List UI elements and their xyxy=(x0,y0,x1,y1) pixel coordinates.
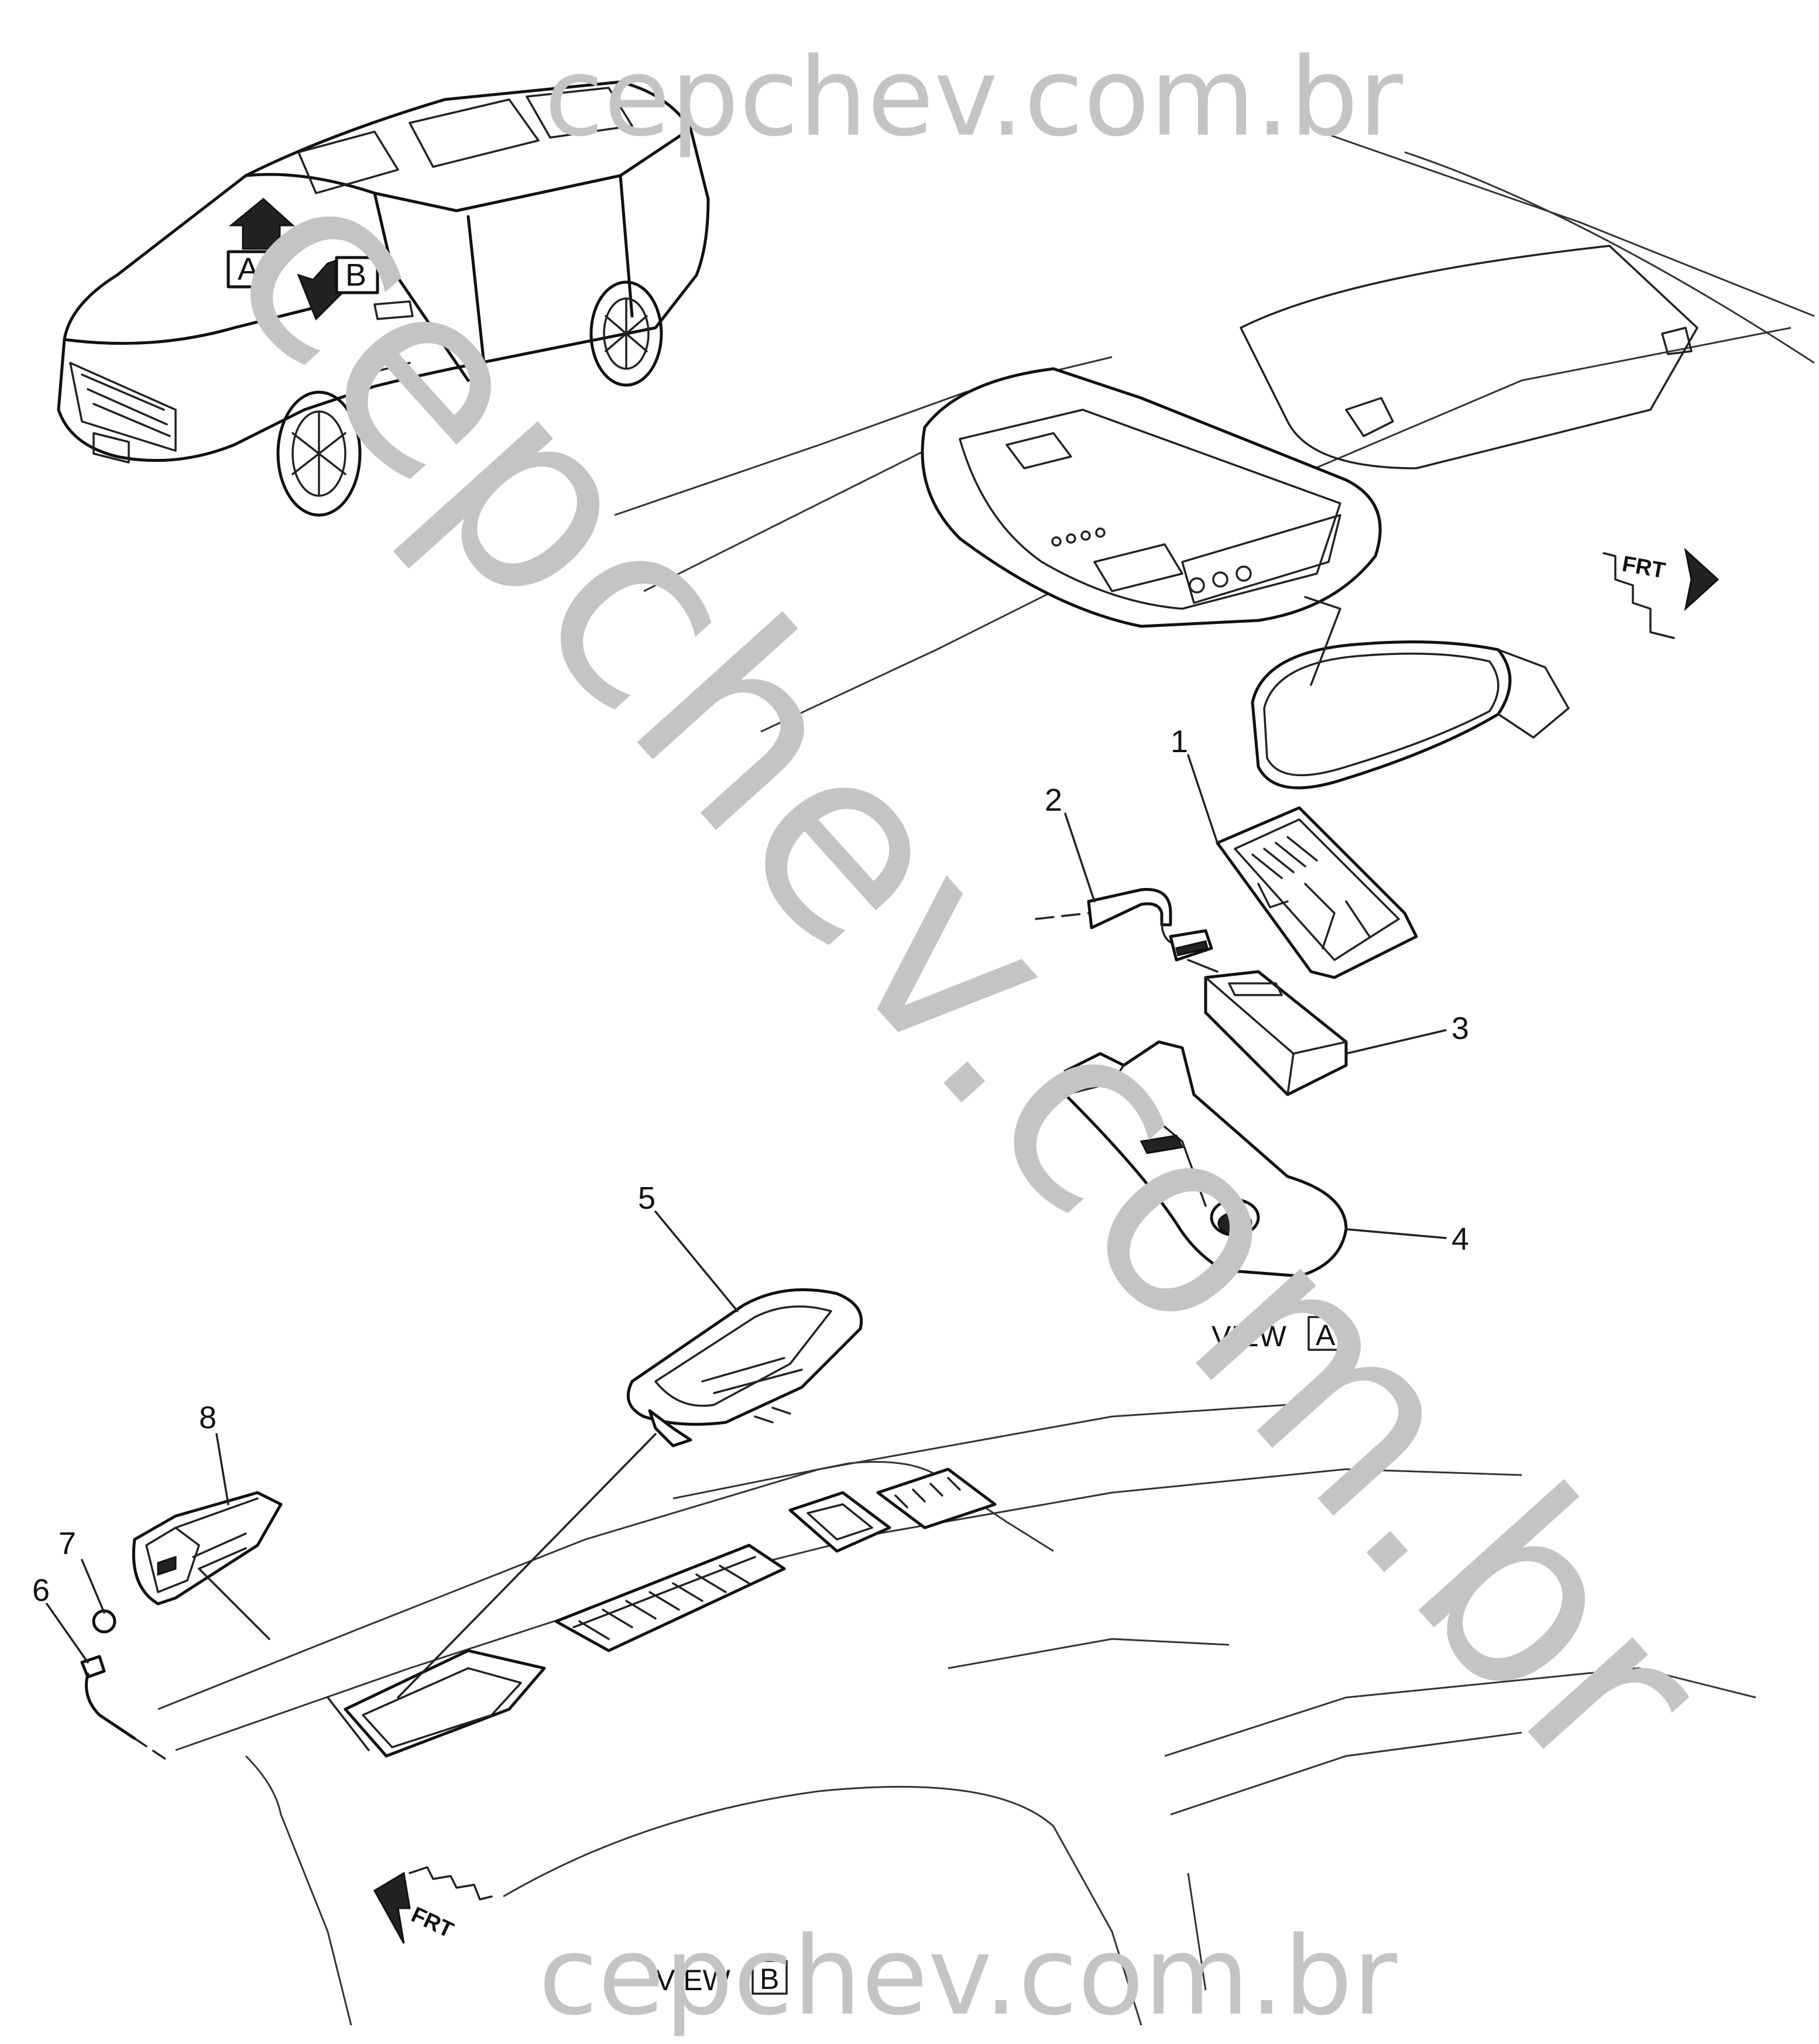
view-b-prefix: VIEW xyxy=(655,1964,731,1997)
view-a-letter: A xyxy=(1316,1319,1336,1352)
part-3-module xyxy=(1187,959,1348,1096)
watermark-bottom: cepchev.com.br xyxy=(538,1913,1398,2039)
part-1-bracket xyxy=(1216,806,1418,979)
front-direction-icon-bottom: FRT xyxy=(373,1866,493,1944)
view-a-label: VIEW A xyxy=(1211,1316,1344,1353)
marker-a-box xyxy=(226,250,271,289)
marker-b-box xyxy=(335,256,379,294)
callouts: 1 2 3 4 5 6 7 8 xyxy=(32,724,1469,1664)
callout-5: 5 xyxy=(638,1181,655,1216)
front-label-top: FRT xyxy=(1620,552,1667,584)
front-label-bottom: FRT xyxy=(407,1902,457,1943)
callout-2: 2 xyxy=(1045,783,1062,818)
callout-4: 4 xyxy=(1451,1222,1469,1257)
watermark-top: cepchev.com.br xyxy=(544,34,1403,160)
watermark-diagonal: cepchev.com.br xyxy=(171,115,1762,1836)
view-b-label: VIEW B xyxy=(655,1960,788,1997)
part-8-sensor xyxy=(132,1491,283,1606)
part-4-cover xyxy=(1063,1040,1348,1278)
callout-8: 8 xyxy=(199,1400,217,1435)
view-b-dashboard: FRT VIEW B xyxy=(80,1288,1756,2026)
part-7-clip xyxy=(92,1609,116,1634)
view-a-roof: FRT xyxy=(614,133,1815,1353)
marker-b-label: B xyxy=(345,258,366,293)
front-direction-icon-top: FRT xyxy=(1602,547,1720,639)
part-2-harness xyxy=(1035,888,1213,962)
view-b-letter: B xyxy=(760,1963,779,1995)
part-5-cover xyxy=(626,1288,863,1448)
callout-7: 7 xyxy=(59,1526,76,1561)
marker-a-label: A xyxy=(238,252,259,287)
callout-1: 1 xyxy=(1171,724,1188,759)
part-6-connector xyxy=(80,1655,171,1763)
callout-6: 6 xyxy=(32,1573,50,1608)
view-a-prefix: VIEW xyxy=(1211,1320,1287,1353)
callout-3: 3 xyxy=(1451,1011,1469,1046)
vehicle-overview: A B xyxy=(57,80,710,517)
view-a-arrow-icon xyxy=(228,198,295,250)
